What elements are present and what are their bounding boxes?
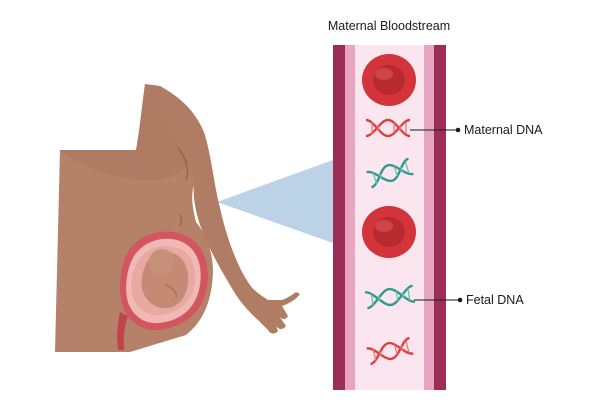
maternal-dna-strand bbox=[366, 336, 414, 366]
fetus-head bbox=[149, 249, 175, 275]
navel bbox=[179, 214, 183, 227]
pregnant-body bbox=[55, 84, 300, 352]
arm bbox=[160, 86, 300, 334]
fetus-limb bbox=[164, 283, 178, 299]
vessel-wall-left bbox=[333, 45, 345, 390]
maternal-dna-label: Maternal DNA bbox=[464, 123, 543, 137]
fetal-dna-strand bbox=[364, 284, 416, 310]
fetal-dna-callout bbox=[414, 297, 463, 303]
zoom-cone bbox=[217, 160, 333, 243]
cervix bbox=[117, 312, 128, 350]
vessel-inner-left bbox=[345, 45, 355, 390]
vessel-title: Maternal Bloodstream bbox=[328, 19, 450, 33]
maternal-dna-callout bbox=[410, 127, 461, 133]
breast-fold bbox=[177, 147, 189, 181]
fetal-dna-label: Fetal DNA bbox=[466, 293, 524, 307]
maternal-dna-strand bbox=[365, 118, 411, 138]
red-blood-cell bbox=[362, 206, 416, 258]
fetal-dna-strand bbox=[366, 157, 414, 189]
chest-shadow bbox=[60, 84, 196, 181]
vessel-wall-right bbox=[434, 45, 446, 390]
vessel-inner-right bbox=[424, 45, 434, 390]
red-blood-cell bbox=[362, 54, 416, 106]
uterus bbox=[117, 231, 208, 350]
